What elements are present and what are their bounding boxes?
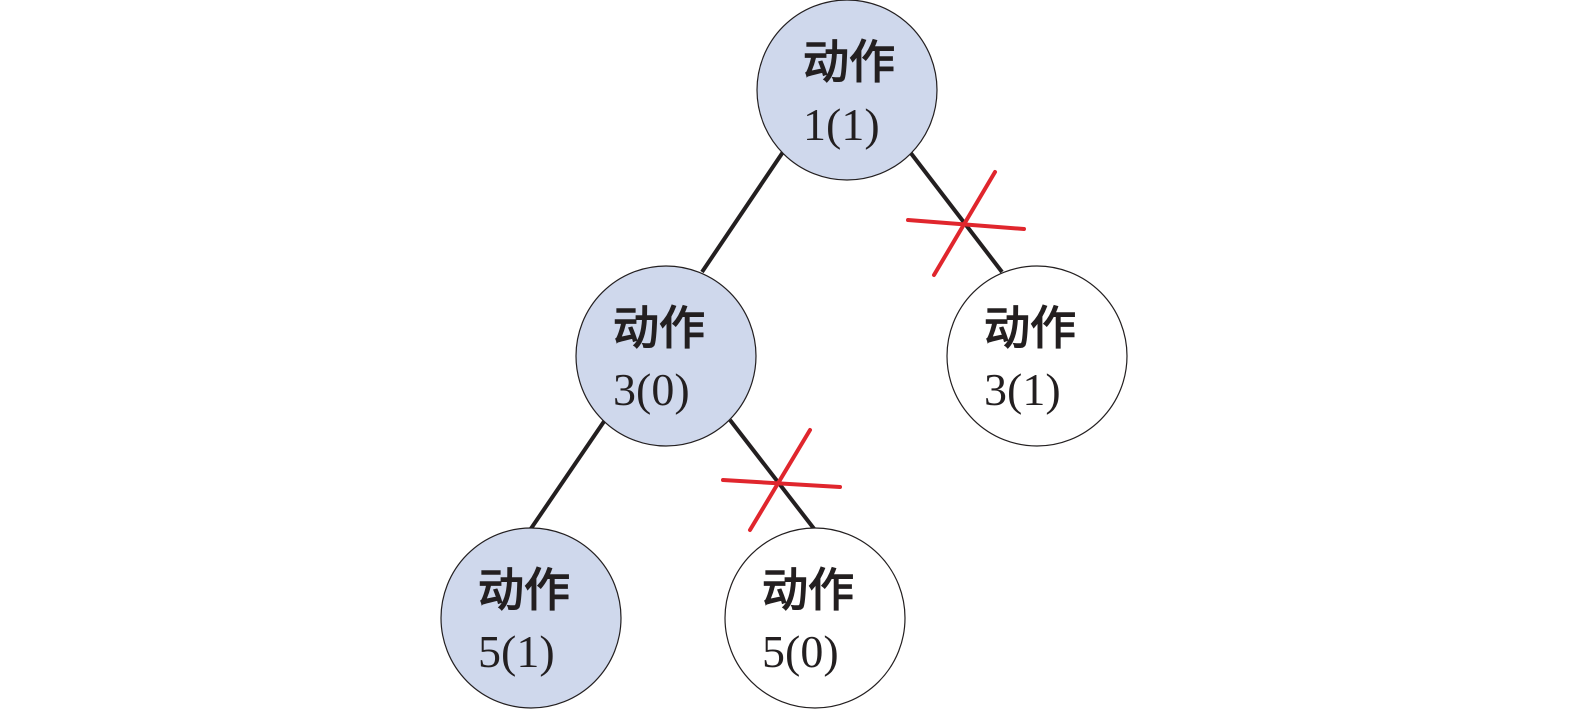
edge-left-left-left <box>528 418 607 532</box>
node-circle <box>946 265 1128 447</box>
prune-mark-stroke <box>748 428 812 532</box>
tree-node-left-right: 动作 5(0) <box>724 527 906 709</box>
edge-root-right <box>908 150 1004 274</box>
tree-nodes: 动作 1(1) 动作 3(0) 动作 3(1) 动作 5(1) 动作 5(0) <box>440 0 1128 709</box>
node-value: 5(1) <box>478 626 555 677</box>
prune-mark-left-right <box>721 428 842 532</box>
tree-node-root: 动作 1(1) <box>756 0 938 181</box>
node-label: 动作 <box>762 563 854 617</box>
edge-root-left <box>700 150 785 274</box>
node-label: 动作 <box>478 563 570 617</box>
node-circle <box>756 0 938 181</box>
node-label: 动作 <box>984 301 1076 355</box>
node-value: 3(1) <box>984 364 1061 415</box>
tree-node-left-left: 动作 5(1) <box>440 527 622 709</box>
edge-left-left-right <box>728 418 817 532</box>
node-label: 动作 <box>803 35 895 89</box>
prune-marks <box>721 170 1026 532</box>
tree-edges <box>528 150 1004 532</box>
prune-mark-stroke <box>932 170 997 277</box>
node-value: 5(0) <box>762 626 839 677</box>
node-label: 动作 <box>613 301 705 355</box>
node-circle <box>724 527 906 709</box>
node-value: 3(0) <box>613 364 690 415</box>
node-circle <box>575 265 757 447</box>
prune-mark-root-right <box>906 170 1026 277</box>
node-circle <box>440 527 622 709</box>
tree-node-left: 动作 3(0) <box>575 265 757 447</box>
prune-mark-stroke <box>721 478 842 489</box>
node-value: 1(1) <box>803 99 880 150</box>
tree-node-right: 动作 3(1) <box>946 265 1128 447</box>
